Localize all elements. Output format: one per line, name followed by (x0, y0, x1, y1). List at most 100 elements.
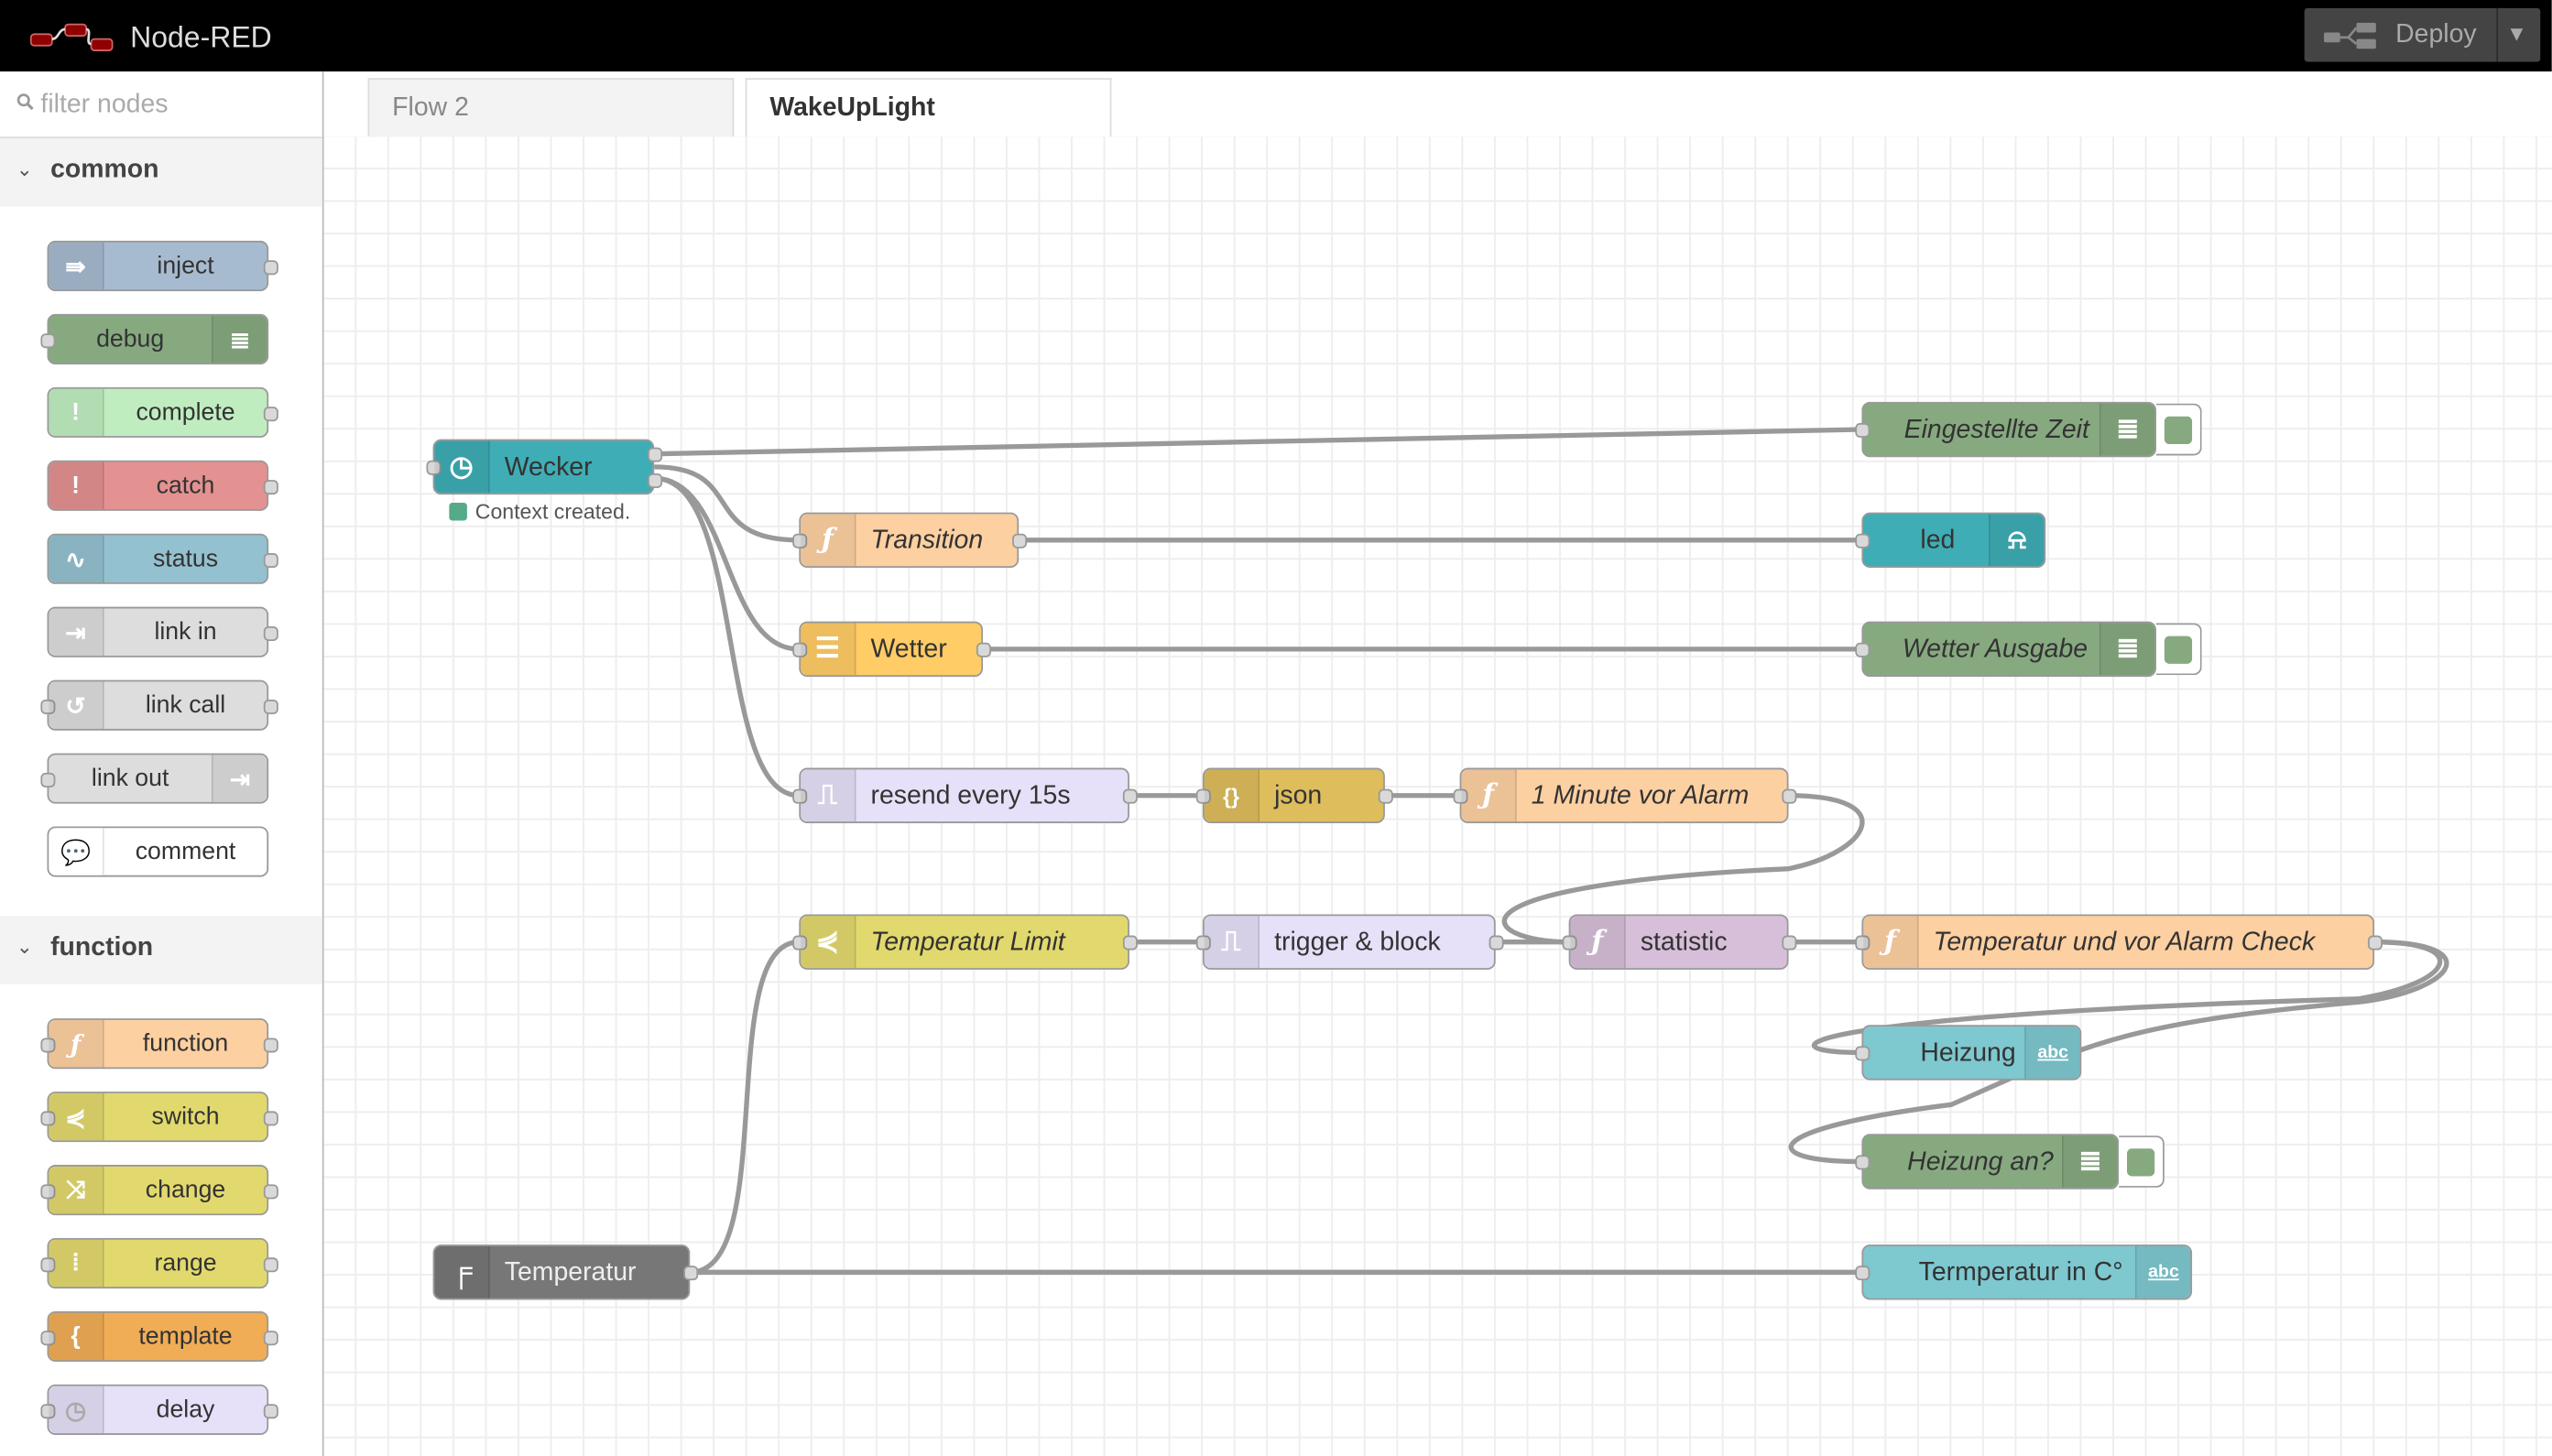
input-port[interactable] (40, 1331, 56, 1346)
output-port[interactable] (263, 1184, 278, 1200)
input-port[interactable] (1195, 935, 1211, 951)
palette-node-switch[interactable]: ⋞ switch (40, 1092, 278, 1143)
input-port[interactable] (40, 333, 56, 349)
input-port[interactable] (792, 533, 808, 549)
debug-icon: ≣ (2061, 1135, 2118, 1188)
palette-node-link-in[interactable]: ⇥ link in (47, 606, 278, 657)
output-port[interactable] (263, 699, 278, 714)
output-port[interactable] (263, 625, 278, 641)
category-function-header[interactable]: ⌄ function (0, 916, 322, 984)
flow-node-minute-vor-alarm[interactable]: ƒ 1 Minute vor Alarm (1453, 767, 1797, 823)
input-port[interactable] (1855, 1155, 1870, 1170)
flow-node-wecker[interactable]: ◷ Wecker (426, 439, 663, 495)
palette-filter-input[interactable]: filter nodes (40, 91, 169, 119)
palette-node-change[interactable]: ⤨ change (40, 1165, 278, 1216)
output-port[interactable] (2367, 935, 2383, 951)
input-port[interactable] (40, 1038, 56, 1053)
palette-node-delay[interactable]: ◷ delay (40, 1384, 278, 1435)
input-port[interactable] (40, 772, 56, 788)
input-port[interactable] (1855, 935, 1870, 951)
flow-node-heizung[interactable]: Heizung abc (1855, 1025, 2082, 1081)
output-port[interactable] (263, 480, 278, 495)
input-port[interactable] (40, 1111, 56, 1126)
palette-node-inject[interactable]: ⇛ inject (47, 240, 278, 292)
flow-node-json[interactable]: {} json (1195, 767, 1393, 823)
palette-node-complete[interactable]: ! complete (47, 386, 278, 438)
flow-workspace[interactable]: ◷ Wecker Context created. Eingestellte Z… (323, 136, 2552, 1456)
output-port[interactable] (263, 407, 278, 422)
input-port[interactable] (792, 788, 808, 804)
palette-node-function[interactable]: ƒ function (40, 1018, 278, 1070)
output-port-1[interactable] (648, 447, 663, 462)
input-port[interactable] (792, 935, 808, 951)
flow-node-heizung-an[interactable]: Heizung an? ≣ (1855, 1134, 2120, 1190)
palette-node-template[interactable]: { template (40, 1310, 278, 1363)
debug-toggle-button[interactable] (2119, 1135, 2165, 1188)
node-palette: filter nodes ⌄ common ⇛ inject debug ≣ !… (0, 71, 324, 1456)
output-port[interactable] (263, 1331, 278, 1346)
output-port[interactable] (1489, 935, 1504, 951)
flow-node-temp-alarm-check[interactable]: ƒ Temperatur und vor Alarm Check (1855, 914, 2383, 970)
palette-node-catch[interactable]: ! catch (47, 460, 278, 511)
output-port[interactable] (683, 1266, 699, 1281)
input-port[interactable] (1855, 533, 1870, 549)
header-bar: Node-RED Deploy ▼ (0, 0, 2552, 72)
input-port[interactable] (1855, 642, 1870, 657)
category-label: common (50, 156, 159, 184)
palette-node-comment[interactable]: 💬 comment (47, 826, 269, 877)
output-port[interactable] (263, 1111, 278, 1126)
flow-node-wetter-ausgabe[interactable]: Wetter Ausgabe ≣ (1855, 621, 2156, 678)
flow-node-resend[interactable]: ⎍ resend every 15s (792, 767, 1138, 823)
output-port[interactable] (263, 553, 278, 569)
exclamation-icon: ! (49, 388, 104, 437)
input-port[interactable] (1453, 788, 1468, 804)
app-logo: Node-RED (29, 19, 272, 55)
output-port-2[interactable] (648, 473, 663, 488)
output-port[interactable] (1782, 788, 1797, 804)
output-port[interactable] (1012, 533, 1028, 549)
flow-node-temperatur-limit[interactable]: ⋞ Temperatur Limit (792, 914, 1138, 970)
input-port[interactable] (792, 642, 808, 657)
flow-node-trigger-block[interactable]: ⎍ trigger & block (1195, 914, 1504, 970)
palette-node-link-call[interactable]: ↺ link call (40, 679, 278, 731)
deploy-menu-caret-icon[interactable]: ▼ (2505, 21, 2527, 46)
input-port[interactable] (40, 699, 56, 714)
flow-node-transition[interactable]: ƒ Transition (792, 512, 1028, 569)
input-port[interactable] (1562, 935, 1577, 951)
flow-node-eingestellte-zeit[interactable]: Eingestellte Zeit ≣ (1855, 401, 2156, 458)
flow-node-wetter[interactable]: ☰ Wetter (792, 621, 991, 678)
flow-node-temperatur-celsius[interactable]: Termperatur in C° abc (1855, 1244, 2193, 1300)
output-port[interactable] (976, 642, 991, 657)
output-port[interactable] (1122, 935, 1138, 951)
output-port[interactable] (263, 1038, 278, 1053)
tab-wakeuplight[interactable]: WakeUpLight (745, 78, 1112, 139)
output-port[interactable] (1122, 788, 1138, 804)
output-port[interactable] (1782, 935, 1797, 951)
palette-filter[interactable]: filter nodes (0, 71, 322, 139)
input-port[interactable] (1855, 1046, 1870, 1061)
input-port[interactable] (1855, 1266, 1870, 1281)
flow-node-temperatur[interactable]: ╒ Temperatur (432, 1244, 699, 1300)
input-port[interactable] (1855, 422, 1870, 438)
debug-toggle-button[interactable] (2155, 623, 2202, 676)
category-common-header[interactable]: ⌄ common (0, 138, 322, 207)
palette-node-debug[interactable]: debug ≣ (40, 313, 269, 364)
input-port[interactable] (40, 1184, 56, 1200)
output-port[interactable] (263, 260, 278, 276)
input-port[interactable] (40, 1404, 56, 1419)
output-port[interactable] (1378, 788, 1393, 804)
debug-toggle-button[interactable] (2155, 403, 2202, 456)
flow-node-led[interactable]: led ⍾ (1855, 512, 2046, 569)
output-port[interactable] (263, 1404, 278, 1419)
flow-node-statistic[interactable]: ƒ statistic (1562, 914, 1797, 970)
palette-node-status[interactable]: ∿ status (47, 533, 278, 584)
palette-node-range[interactable]: ⁞ range (40, 1237, 278, 1289)
input-port[interactable] (1195, 788, 1211, 804)
link-call-icon: ↺ (49, 681, 104, 729)
tab-flow-2[interactable]: Flow 2 (367, 78, 735, 137)
palette-node-link-out[interactable]: link out ⇥ (40, 753, 269, 804)
output-port[interactable] (263, 1257, 278, 1273)
deploy-button[interactable]: Deploy ▼ (2304, 7, 2541, 62)
input-port[interactable] (426, 460, 442, 475)
input-port[interactable] (40, 1257, 56, 1273)
